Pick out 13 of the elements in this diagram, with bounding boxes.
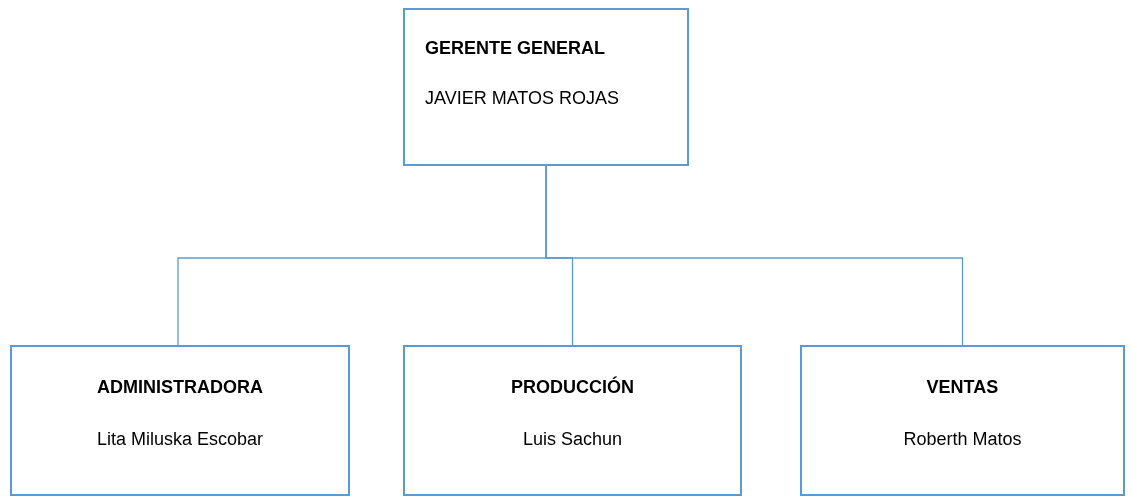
role-title: PRODUCCIÓN bbox=[511, 377, 634, 398]
org-box bbox=[10, 345, 350, 496]
role-title: VENTAS bbox=[926, 377, 999, 398]
role-title: GERENTE GENERAL bbox=[424, 38, 606, 59]
org-box bbox=[800, 345, 1125, 496]
person-name: JAVIER MATOS ROJAS bbox=[424, 88, 620, 109]
org-box bbox=[403, 8, 689, 166]
role-title: ADMINISTRADORA bbox=[97, 377, 263, 398]
person-name: Roberth Matos bbox=[903, 429, 1022, 450]
org-box bbox=[403, 345, 742, 496]
connector-line bbox=[545, 165, 964, 346]
person-name: Luis Sachun bbox=[523, 429, 623, 450]
person-name: Lita Miluska Escobar bbox=[97, 429, 264, 450]
